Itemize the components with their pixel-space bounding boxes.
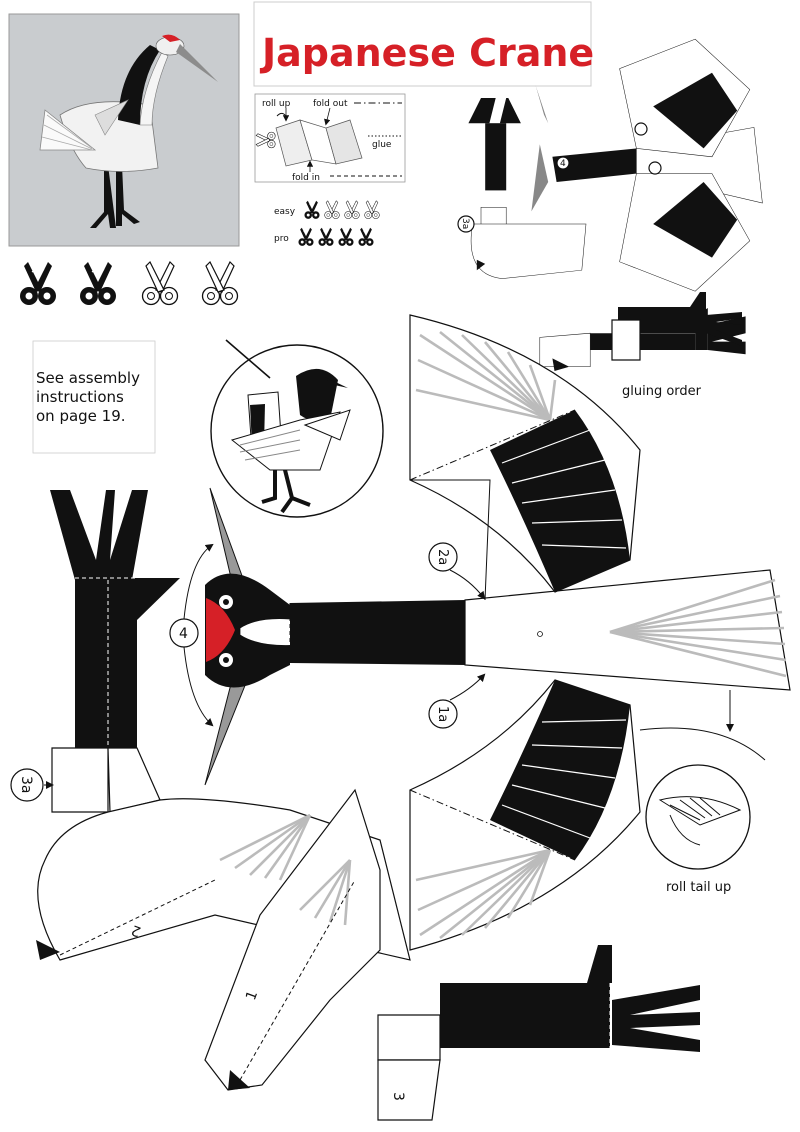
scissors-icon — [318, 227, 334, 247]
legend-fold-out: fold out — [313, 99, 348, 109]
assembly-note: See assembly instructions on page 19. — [32, 340, 156, 454]
note-line-1: See assembly — [36, 369, 140, 387]
upper-wing-feathers — [415, 330, 557, 422]
difficulty-rating-large — [19, 261, 239, 306]
part-label-1a: 1a — [435, 706, 450, 722]
gluing-order-labels: 3a 4 — [457, 122, 662, 233]
legend-roll-up: roll up — [262, 99, 291, 109]
scissors-icon — [358, 227, 374, 247]
note-line-3: on page 19. — [36, 407, 126, 425]
scissors-icon — [79, 261, 117, 306]
part-label-3a-small: 3a — [460, 218, 470, 229]
scissors-icon — [19, 261, 57, 306]
roll-tail-caption: roll tail up — [666, 880, 731, 895]
title-box: Japanese Crane — [253, 1, 594, 87]
page-title: Japanese Crane — [259, 31, 594, 75]
easy-label: easy — [274, 207, 296, 217]
part-lower-wing: 1a — [409, 673, 641, 951]
part-body-head: 4 — [169, 487, 791, 786]
scissors-icon — [298, 227, 314, 247]
part-label-3a: 3a — [18, 776, 34, 794]
gluing-order-caption: gluing order — [622, 384, 702, 399]
lower-wing-feathers — [415, 848, 552, 940]
part-upper-wing: 2a — [409, 314, 641, 601]
part-leg: 3 — [377, 945, 700, 1121]
scissors-icon — [338, 227, 354, 247]
scissors-icon — [344, 200, 360, 219]
roll-tail-arrow — [639, 690, 766, 761]
scissors-icon — [304, 200, 320, 220]
difficulty-legend: easy pro — [274, 200, 380, 247]
scissors-icon — [141, 261, 179, 306]
scissors-icon — [201, 261, 239, 306]
tail-feathers — [609, 578, 787, 678]
scissors-icon — [324, 200, 340, 219]
note-line-2: instructions — [36, 388, 124, 406]
legend-glue: glue — [372, 140, 392, 150]
fold-legend: roll up fold out glue fold in — [254, 93, 406, 183]
part-label-4-small: 4 — [560, 159, 566, 169]
legend-fold-in: fold in — [292, 173, 320, 183]
gluing-order-leg-mini — [611, 292, 742, 361]
scissors-icon — [364, 200, 380, 219]
part-1: 1 — [204, 788, 381, 1091]
part-neck-head: 3a — [10, 490, 180, 813]
part-1-feathers — [299, 859, 352, 926]
part-label-3: 3 — [390, 1092, 406, 1101]
assembly-illustration — [210, 339, 384, 518]
assembled-model-photo — [8, 13, 240, 247]
part-2-feathers — [219, 813, 312, 881]
roll-tail-illustration — [645, 764, 751, 870]
pro-label: pro — [274, 234, 289, 244]
part-label-2a: 2a — [435, 549, 450, 565]
part-label-4: 4 — [179, 626, 188, 642]
